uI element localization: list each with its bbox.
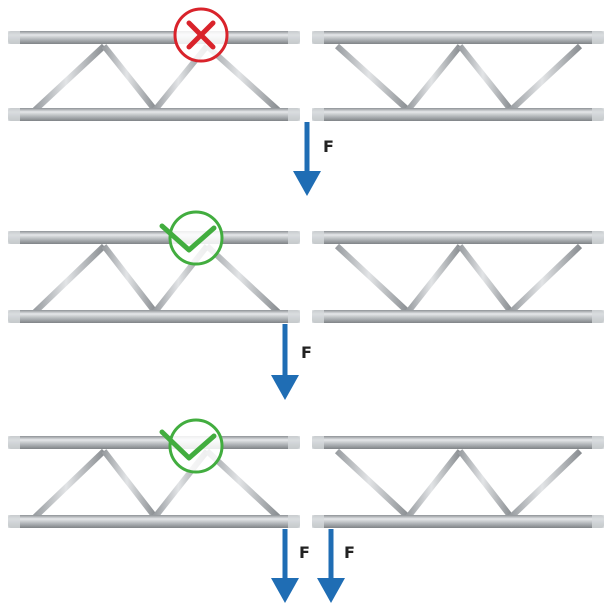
right-truss-segment <box>312 436 604 528</box>
force-label: F <box>323 137 334 156</box>
left-truss-segment <box>8 231 300 323</box>
example-2-correct-load-position: F <box>8 210 604 400</box>
left-truss-segment <box>8 31 300 121</box>
force-arrow: F <box>271 324 312 400</box>
force-label: F <box>301 343 312 362</box>
example-1-wrong-load-position: F <box>8 7 604 196</box>
check-mark-icon <box>159 418 224 474</box>
right-truss-segment <box>312 231 604 323</box>
right-truss-segment <box>312 31 604 121</box>
force-label: F <box>299 543 310 562</box>
left-truss-segment <box>8 436 300 528</box>
force-arrow-left: F <box>271 529 310 603</box>
force-arrow-right: F <box>317 529 355 603</box>
example-3-correct-double-load: F F <box>8 418 604 603</box>
force-arrow: F <box>293 122 334 196</box>
check-mark-icon <box>159 210 224 266</box>
force-label: F <box>344 543 355 562</box>
cross-mark-icon <box>173 7 229 63</box>
